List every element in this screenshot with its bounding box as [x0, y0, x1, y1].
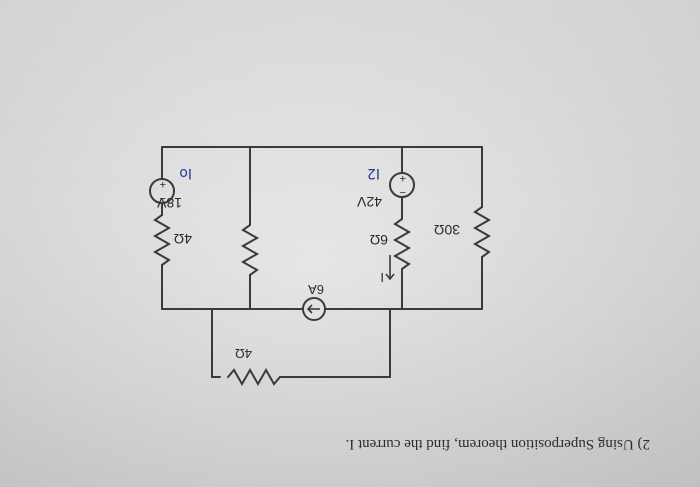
- label-io: Io: [179, 165, 192, 181]
- minus-18v: +: [160, 178, 166, 190]
- wire-top-left: [279, 308, 391, 378]
- label-r-left: 4Ω: [174, 231, 192, 247]
- resistor-6ohm: [392, 218, 412, 270]
- label-v18: 18V: [156, 195, 182, 211]
- polarity-marks: − + − +: [160, 172, 406, 204]
- label-current-i: I: [380, 270, 384, 285]
- wire-top-right: [211, 308, 221, 378]
- resistor-4ohm-top: [227, 367, 281, 387]
- plus-18v: −: [160, 192, 166, 204]
- label-v42: 42V: [356, 194, 382, 210]
- label-r-6: 6Ω: [370, 232, 388, 248]
- resistor-30ohm: [472, 206, 492, 258]
- question-text: 2) Using Superposition theorem, find the…: [345, 436, 650, 452]
- minus-42v: +: [400, 172, 406, 184]
- label-r-top: 4Ω: [235, 346, 252, 361]
- plus-42v: −: [400, 186, 406, 198]
- current-arrow: [385, 255, 395, 281]
- resistor-4ohm-right: [152, 214, 172, 266]
- current-source-6a: [302, 297, 326, 321]
- label-i2: I2: [367, 165, 380, 181]
- label-cs: 6A: [308, 282, 324, 297]
- resistor-12ohm: [240, 224, 260, 276]
- label-r-30: 30Ω: [434, 222, 460, 238]
